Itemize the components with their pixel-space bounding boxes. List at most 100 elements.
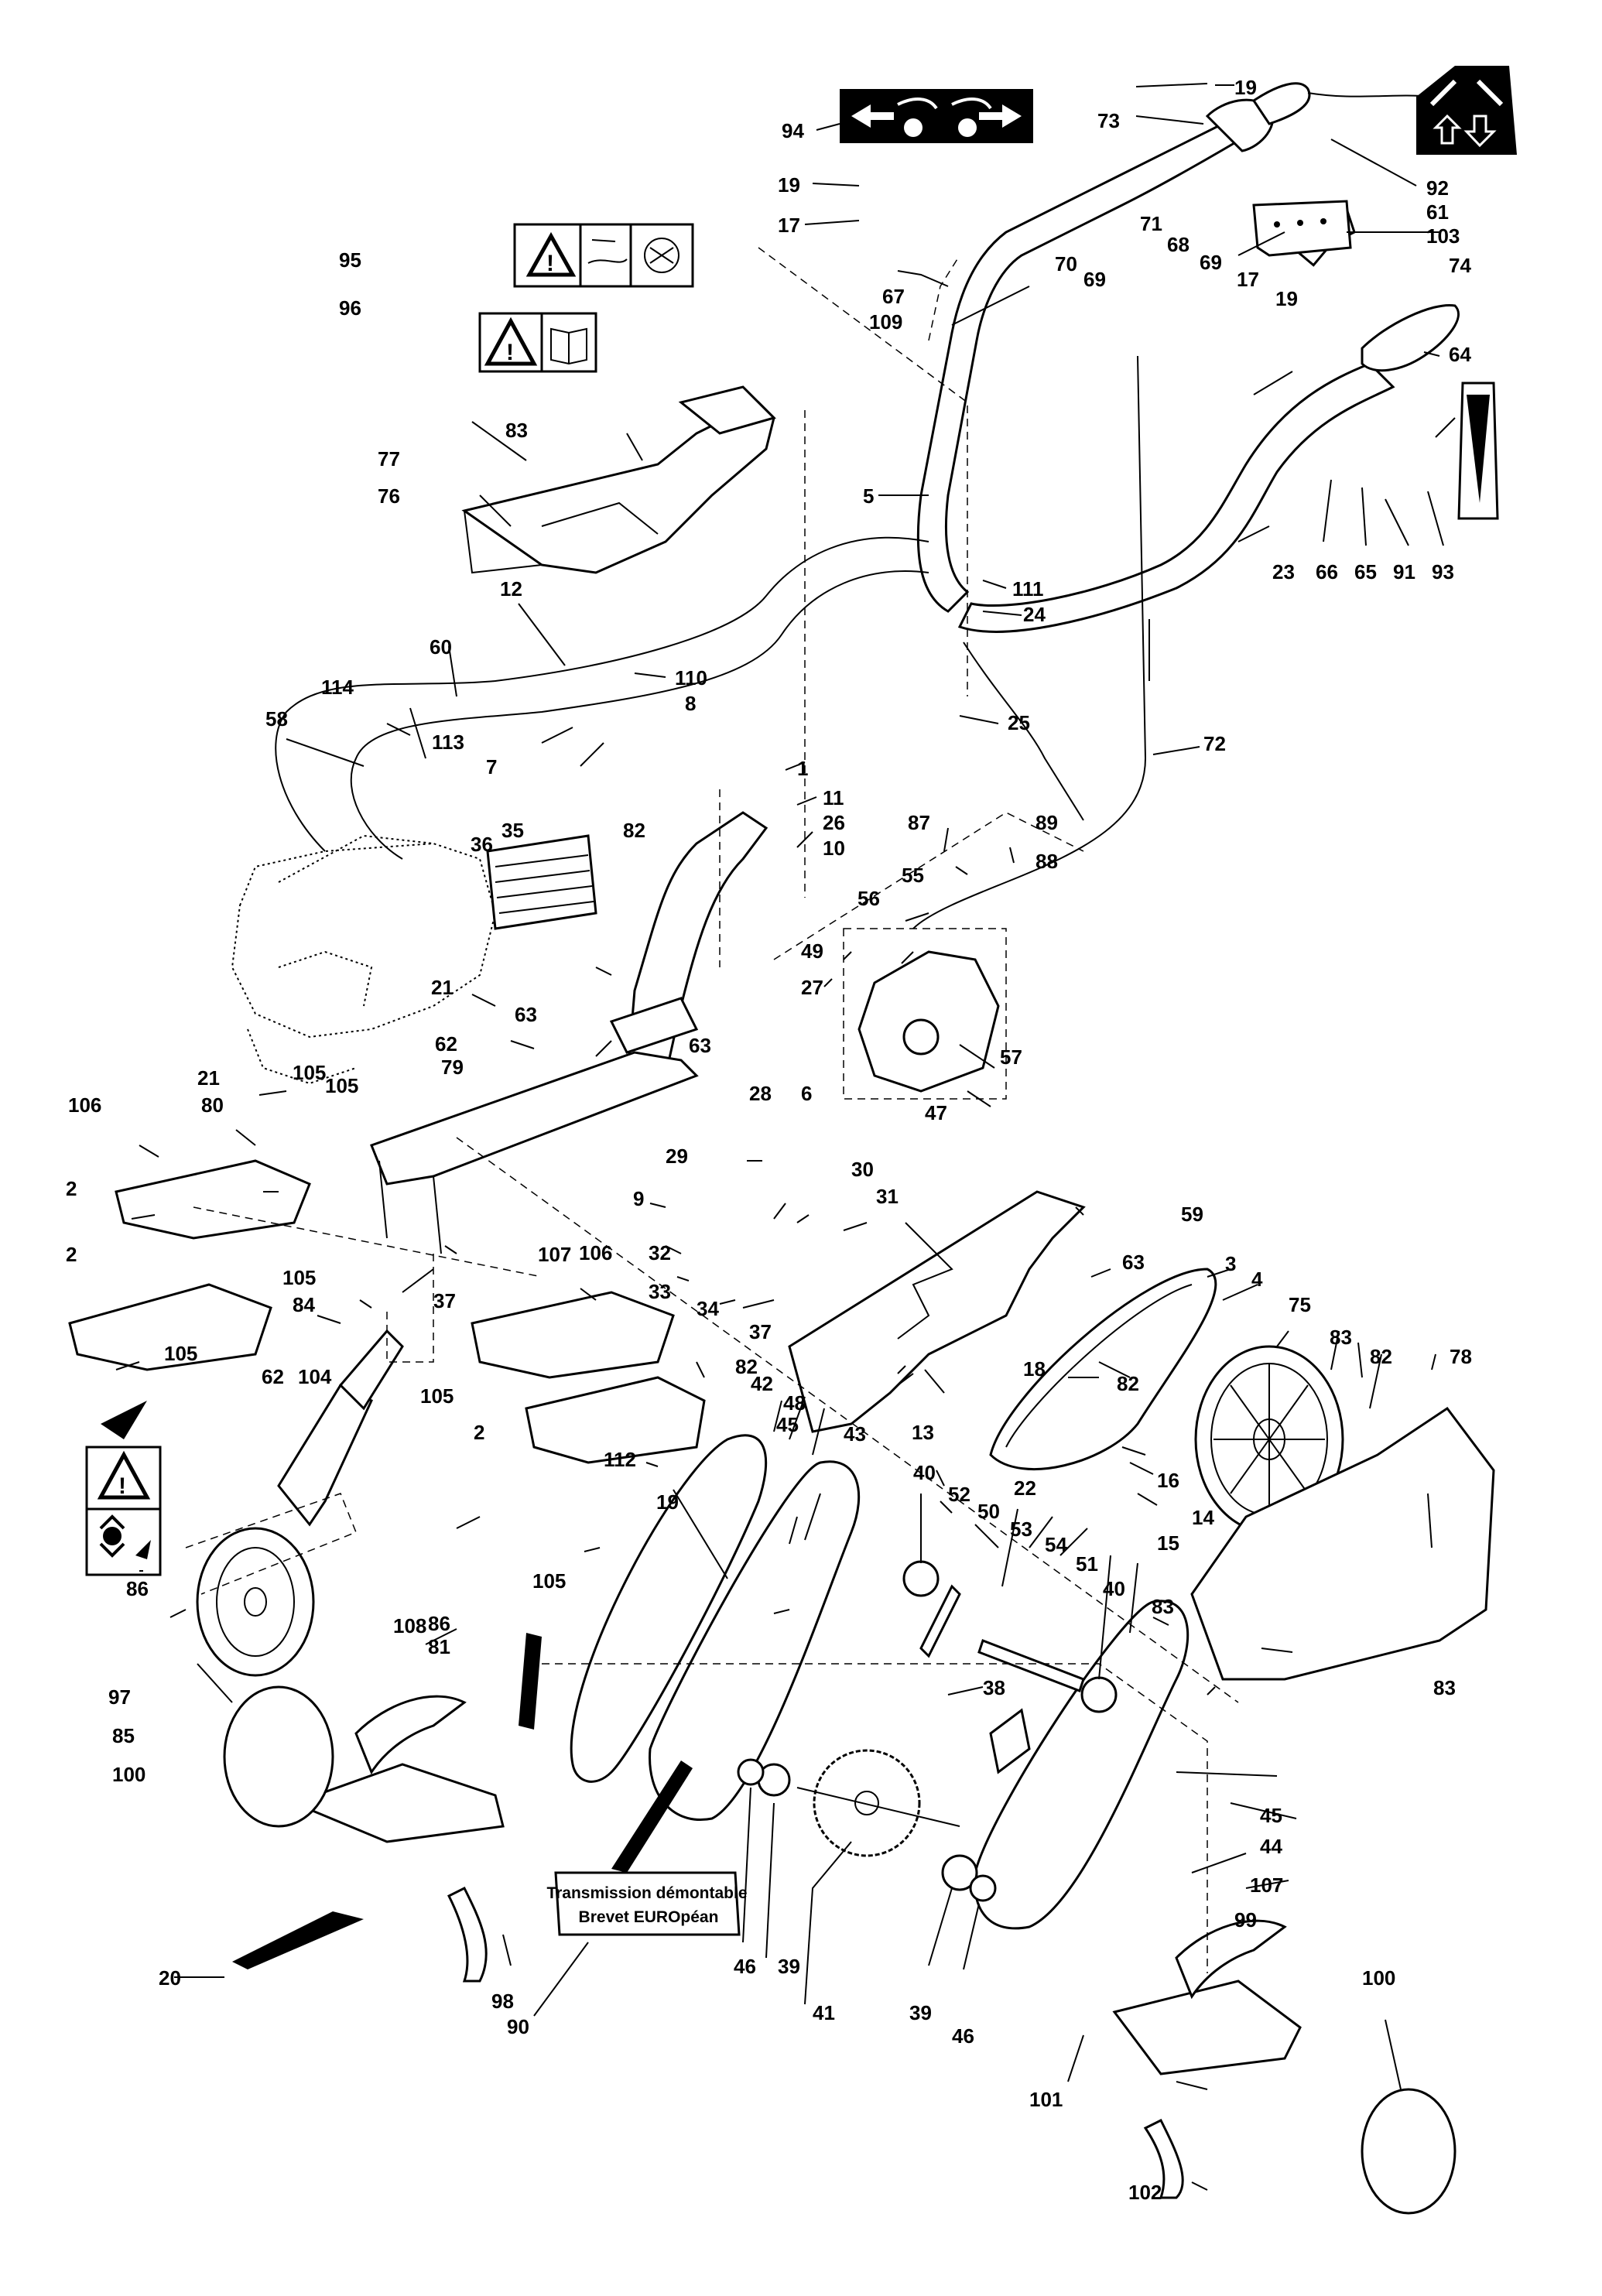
warning-sticker-95: !	[513, 223, 694, 288]
label-4: 4	[1251, 1268, 1263, 1291]
chain-case-right	[973, 1600, 1190, 1930]
label-112: 112	[604, 1448, 636, 1471]
bearing-40b	[1080, 1676, 1118, 1713]
label-106b: 106	[579, 1241, 612, 1264]
label-47: 47	[925, 1101, 947, 1124]
label-99: 99	[1234, 1908, 1257, 1932]
label-83: 83	[505, 419, 528, 442]
label-37b: 37	[749, 1320, 772, 1343]
label-6: 6	[801, 1082, 812, 1105]
plate-103	[1252, 200, 1352, 257]
leader-lines	[115, 83, 1456, 2191]
cable-60	[350, 570, 929, 860]
label-3: 3	[1225, 1252, 1236, 1275]
label-12: 12	[500, 577, 522, 601]
label-26: 26	[823, 811, 845, 834]
label-113: 113	[432, 731, 464, 754]
cable-72	[912, 355, 1147, 929]
label-64: 64	[1449, 343, 1471, 366]
label-52: 52	[948, 1483, 970, 1506]
label-20: 20	[159, 1966, 181, 1990]
handle-grip-right	[1361, 303, 1460, 372]
label-111: 111	[1012, 577, 1044, 601]
label-88: 88	[1035, 850, 1058, 873]
label-65: 65	[1354, 560, 1377, 583]
label-66: 66	[1316, 560, 1338, 583]
label-45: 45	[776, 1413, 799, 1436]
label-54: 54	[1045, 1533, 1067, 1556]
label-37: 37	[433, 1289, 456, 1312]
label-19c: 19	[1275, 287, 1298, 310]
book-icon	[550, 327, 587, 365]
part-labels: 19 73 94 92 61 103 19 17 67 109 71 68 70…	[66, 76, 1472, 2204]
label-27: 27	[801, 976, 823, 999]
label-1: 1	[797, 757, 808, 780]
bearing-39b	[941, 1854, 978, 1891]
label-96: 96	[339, 296, 361, 320]
label-68: 68	[1167, 233, 1190, 256]
label-89: 89	[1035, 811, 1058, 834]
label-82b: 82	[735, 1355, 758, 1378]
label-105b: 105	[282, 1266, 316, 1289]
label-107b: 107	[1250, 1873, 1283, 1897]
label-77: 77	[378, 447, 400, 470]
label-69: 69	[1083, 268, 1106, 291]
label-93: 93	[1432, 560, 1454, 583]
label-15: 15	[1157, 1531, 1179, 1555]
label-78: 78	[1450, 1345, 1472, 1368]
label-73: 73	[1097, 109, 1120, 132]
inner-belt	[570, 1434, 768, 1783]
label-5: 5	[863, 484, 874, 508]
label-62b: 62	[262, 1365, 284, 1388]
label-21: 21	[431, 976, 454, 999]
label-76: 76	[378, 484, 400, 508]
label-105e: 105	[532, 1569, 566, 1593]
label-107: 107	[538, 1243, 571, 1266]
label-39: 39	[778, 1955, 800, 1978]
sticker-line-1: Transmission démontable	[546, 1884, 747, 1902]
label-2: 2	[66, 1177, 77, 1200]
label-48: 48	[783, 1391, 806, 1415]
foot-plate-1	[115, 1159, 311, 1240]
label-8: 8	[685, 692, 696, 715]
label-40: 40	[913, 1461, 936, 1484]
label-61: 61	[1426, 200, 1449, 224]
label-100b: 100	[1362, 1966, 1395, 1990]
label-39b: 39	[909, 2001, 932, 2024]
sticker-line-2: Brevet EUROpéan	[579, 1908, 719, 1926]
foot-plate-3	[471, 1291, 675, 1379]
warning-triangle-icon	[484, 317, 538, 366]
direction-sticker-94	[840, 89, 1033, 143]
engine-shield	[461, 385, 776, 574]
label-46: 46	[734, 1955, 756, 1978]
label-30: 30	[851, 1158, 874, 1181]
label-43: 43	[844, 1422, 866, 1446]
label-80: 80	[201, 1093, 224, 1117]
label-21b: 21	[197, 1066, 220, 1090]
label-35: 35	[501, 819, 524, 842]
label-16: 16	[1157, 1469, 1179, 1492]
label-17: 17	[778, 214, 800, 237]
label-33: 33	[649, 1280, 671, 1303]
label-41: 41	[813, 2001, 835, 2024]
label-32: 32	[649, 1241, 671, 1264]
warning-sticker-97: !	[85, 1446, 162, 1576]
label-24: 24	[1023, 603, 1046, 626]
label-60: 60	[430, 635, 452, 659]
label-72: 72	[1203, 732, 1226, 755]
label-62: 62	[435, 1032, 457, 1056]
label-17b: 17	[1237, 268, 1259, 291]
label-63b: 63	[689, 1034, 711, 1057]
belt-cover	[1190, 1406, 1495, 1681]
label-85: 85	[112, 1724, 135, 1747]
label-81: 81	[428, 1635, 450, 1658]
fork-51	[989, 1708, 1031, 1774]
gearbox	[857, 950, 1000, 1093]
label-34: 34	[697, 1297, 719, 1320]
engine-outline	[231, 834, 497, 1085]
label-97: 97	[108, 1685, 131, 1709]
label-10: 10	[823, 837, 845, 860]
label-50: 50	[977, 1500, 1000, 1523]
label-90: 90	[507, 2015, 529, 2038]
svg-text:!: !	[546, 251, 554, 276]
